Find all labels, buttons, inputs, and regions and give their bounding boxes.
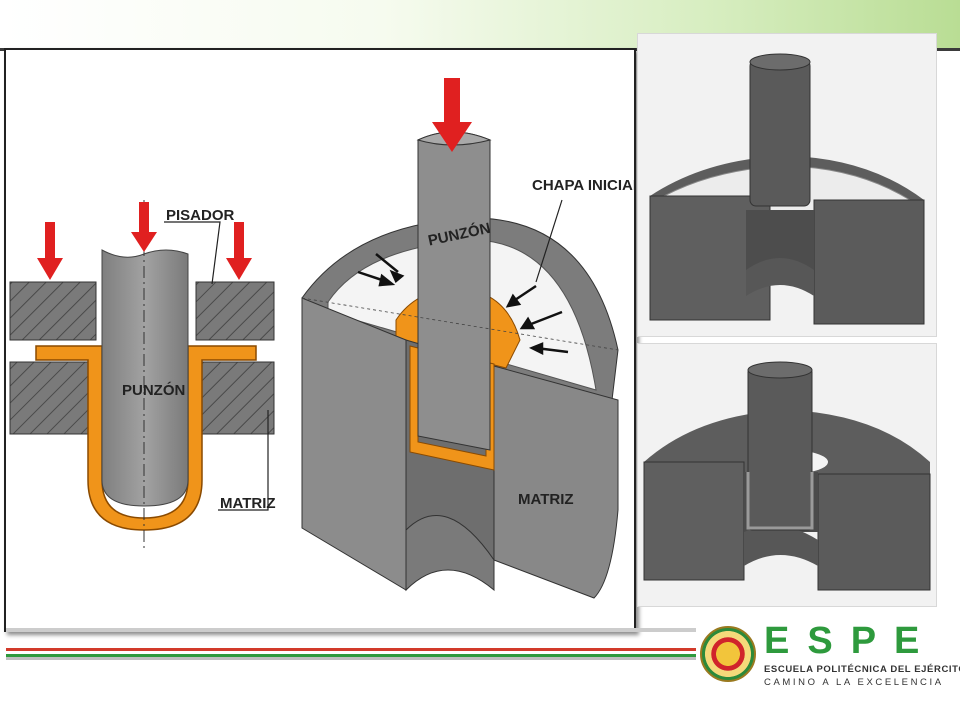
matriz-front-left — [301, 297, 407, 591]
espe-logo: ESPE ESCUELA POLITÉCNICA DEL EJÉRCITO CA… — [700, 620, 960, 700]
chapa-leader — [535, 199, 563, 283]
arrow-icon — [131, 202, 157, 252]
render-photo-initial — [637, 33, 937, 337]
deep-drawing-diagram: PISADOR PUNZÓN MATRIZ — [9, 78, 642, 599]
matriz-left-block — [9, 361, 97, 435]
label-chapa-inicial: CHAPA INICIAL — [532, 177, 634, 194]
label-matriz-right: MATRIZ — [518, 491, 574, 508]
render-initial-svg — [638, 34, 936, 336]
pisador-right-block — [195, 281, 275, 341]
label-matriz-left: MATRIZ — [220, 495, 276, 512]
logo-line1: ESCUELA POLITÉCNICA DEL EJÉRCITO — [764, 664, 960, 675]
render-drawn-svg — [638, 344, 936, 606]
footer-shadow — [6, 628, 696, 632]
section-view: PISADOR PUNZÓN MATRIZ — [9, 200, 276, 550]
matriz-leader — [218, 410, 269, 511]
die-arch — [405, 515, 495, 592]
section-line — [301, 297, 619, 351]
diagram-frame: PISADOR PUNZÓN MATRIZ — [4, 48, 642, 632]
radial-arrows — [357, 253, 569, 356]
arrow-icon — [519, 316, 536, 330]
espe-seal — [700, 626, 756, 682]
arrow-icon — [505, 293, 522, 308]
arrow-icon — [528, 342, 544, 356]
footer-stripes — [6, 648, 696, 660]
logo-line2: CAMINO A LA EXCELENCIA — [764, 677, 944, 688]
arrow-icon — [37, 222, 63, 280]
arrow-icon — [226, 222, 252, 280]
matriz-front-right — [493, 365, 619, 599]
render-photo-drawn — [637, 343, 937, 607]
arrow-icon — [378, 273, 396, 287]
chapa-section — [35, 345, 257, 531]
pisador-left-block — [9, 281, 97, 341]
punzon-section — [101, 249, 189, 507]
matriz-right-block — [195, 361, 275, 435]
cutaway-view: CHAPA INICIAL PUNZÓN MATRIZ — [301, 78, 642, 599]
label-pisador: PISADOR — [166, 207, 235, 224]
pisador-leader — [164, 221, 221, 285]
logo-brand: ESPE — [764, 620, 938, 662]
punzon-3d — [417, 131, 491, 451]
force-arrows-left — [37, 202, 252, 280]
arrow-icon — [432, 78, 472, 152]
arrow-icon — [389, 269, 405, 284]
label-punzon-left: PUNZÓN — [122, 381, 185, 399]
